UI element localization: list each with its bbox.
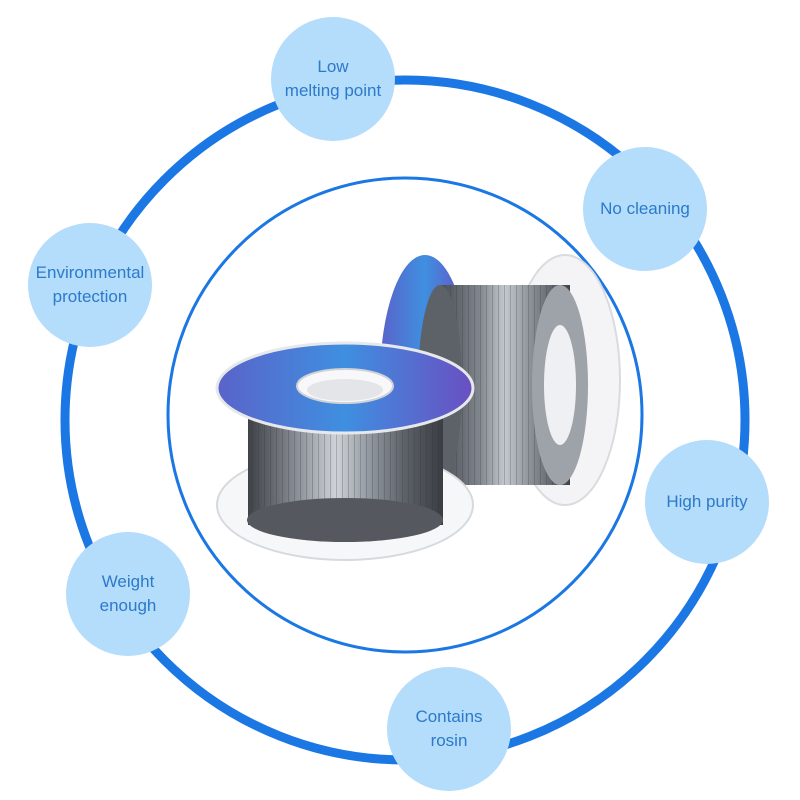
feature-bubble-environmental-protection: Environmental protection xyxy=(28,223,152,347)
feature-label: High purity xyxy=(666,492,748,511)
solder-spool-front xyxy=(215,341,475,561)
feature-bubble-low-melting-point: Low melting point xyxy=(271,17,395,141)
feature-label: Contains rosin xyxy=(415,707,483,750)
feature-label: Low melting point xyxy=(284,57,382,100)
feature-bubble-weight-enough: Weight enough xyxy=(66,532,190,656)
feature-bubble-contains-rosin: Contains rosin xyxy=(387,667,511,791)
feature-label: Environmental protection xyxy=(35,263,145,306)
feature-label: Weight enough xyxy=(99,572,157,615)
inner-ring xyxy=(166,176,644,654)
feature-bubble-no-cleaning: No cleaning xyxy=(583,147,707,271)
feature-label: No cleaning xyxy=(600,199,690,218)
feature-bubble-high-purity: High purity xyxy=(645,440,769,564)
